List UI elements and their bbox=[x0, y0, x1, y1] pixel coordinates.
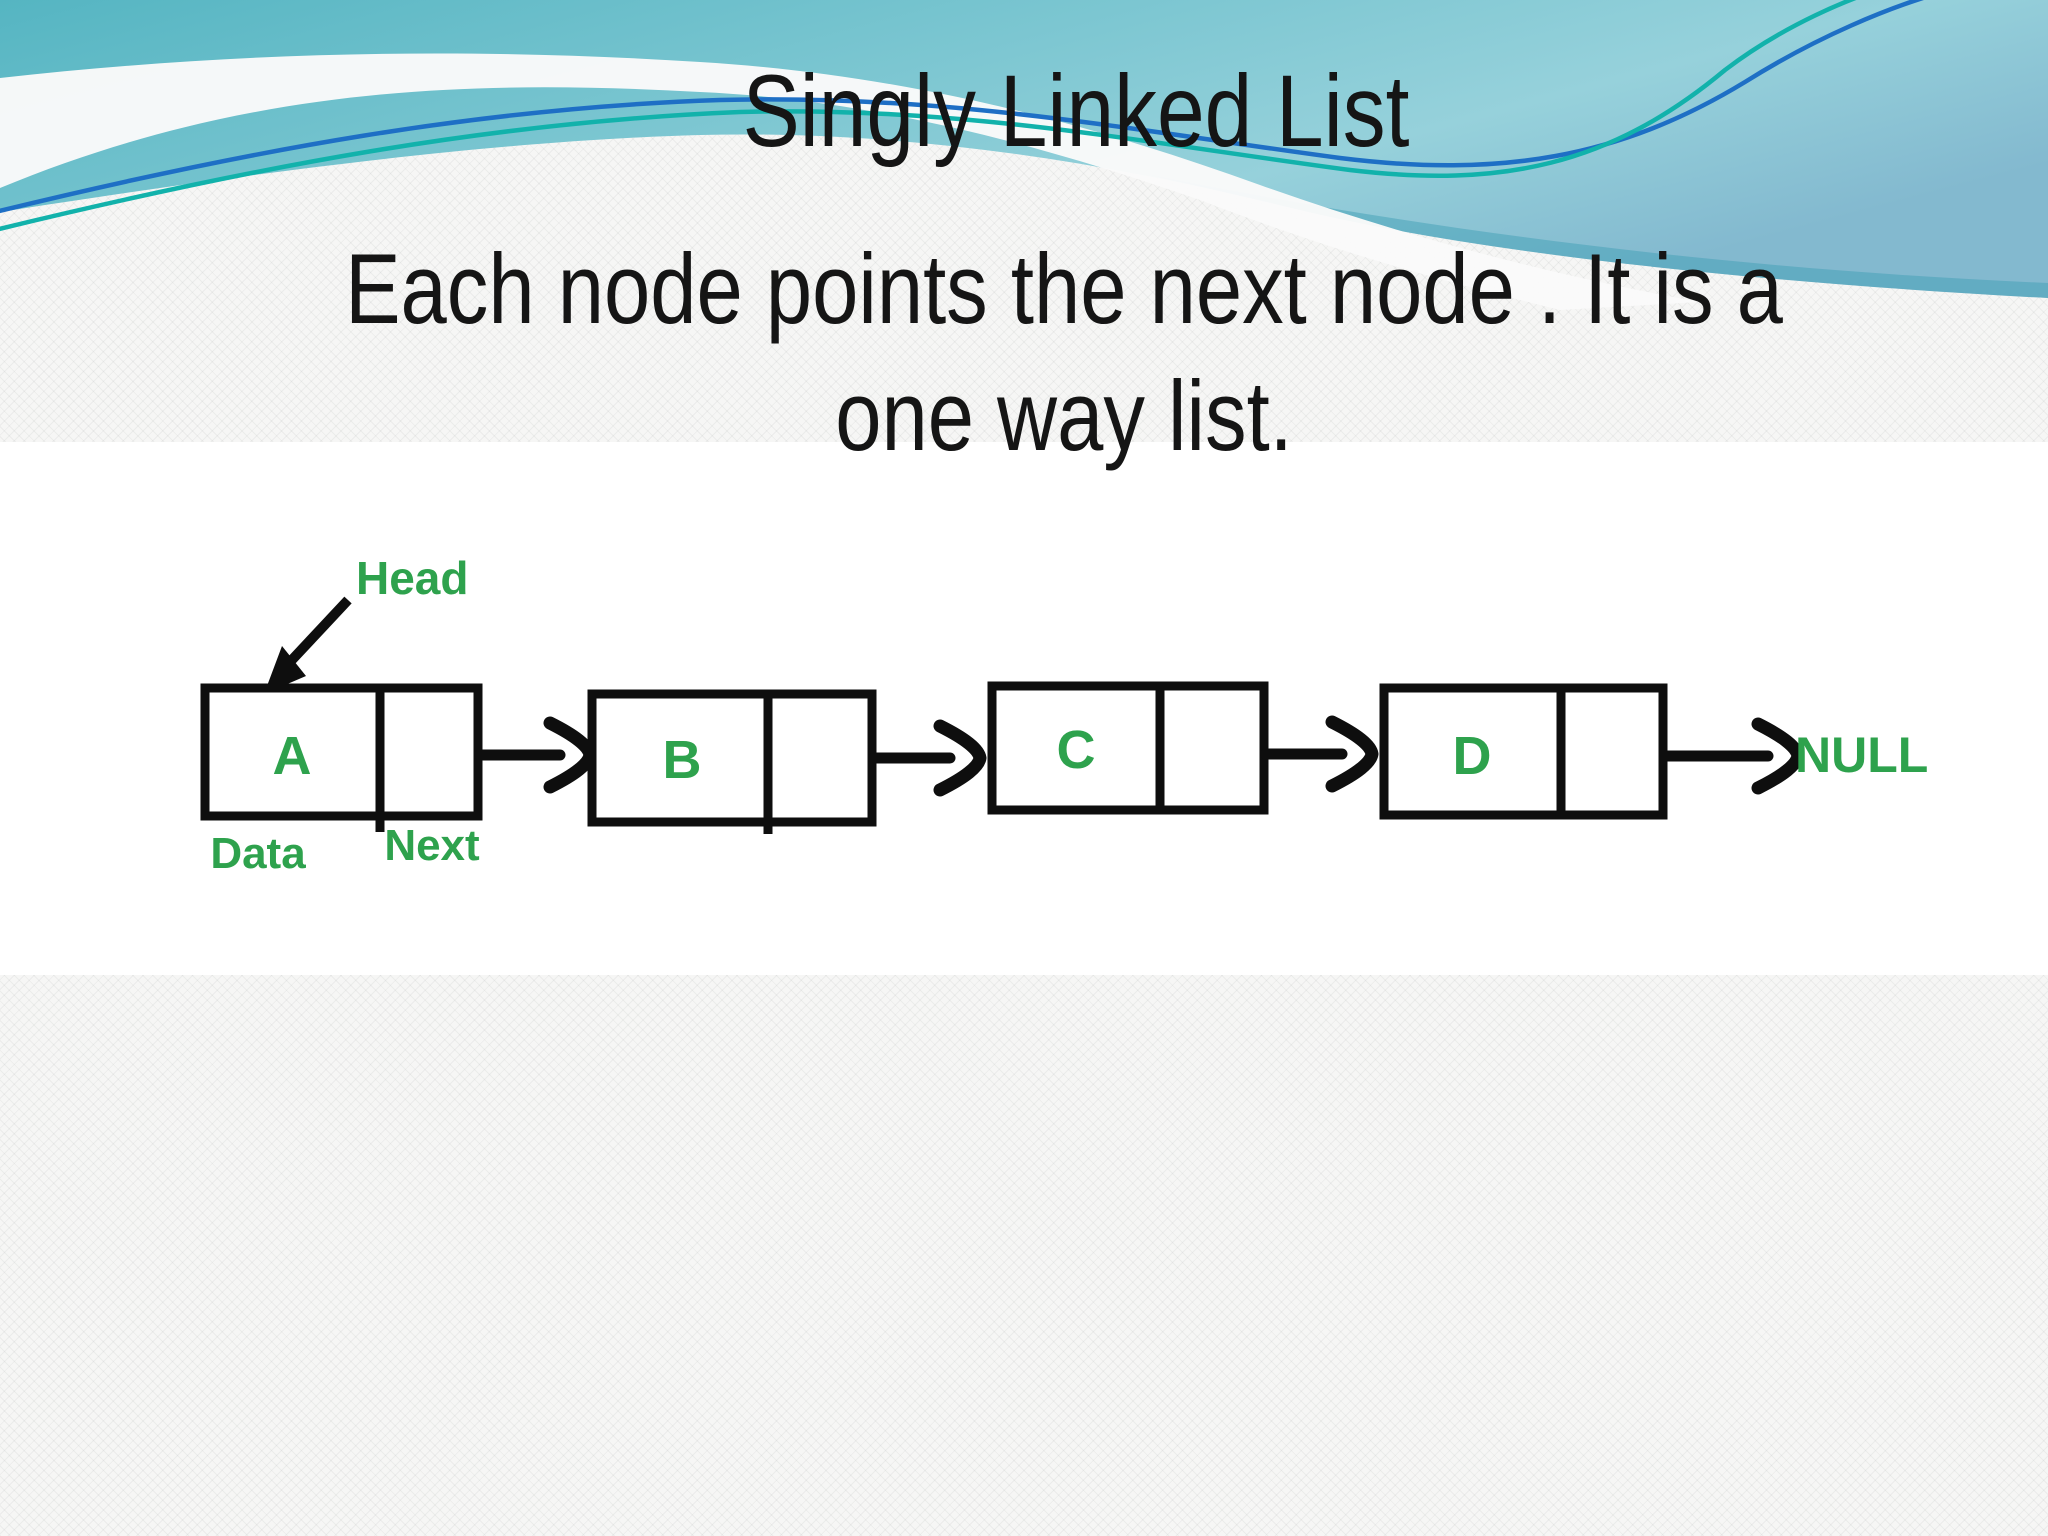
next-field-label: Next bbox=[384, 821, 480, 870]
node-A: A bbox=[200, 683, 483, 832]
node-D: D bbox=[1379, 683, 1668, 820]
head-label: Head bbox=[356, 552, 468, 604]
slide-title: Singly Linked List bbox=[742, 54, 1410, 168]
banner-midteal-band bbox=[1150, 175, 2048, 298]
arrow-A-B bbox=[474, 716, 597, 794]
arrow-C-D bbox=[1260, 715, 1379, 793]
linked-list-diagram: Head A B bbox=[200, 552, 1928, 878]
banner-waves bbox=[0, 0, 2048, 311]
node-B: B bbox=[587, 689, 877, 834]
diagram-area: Head A B bbox=[0, 442, 2048, 975]
arrow-D-NULL bbox=[1659, 717, 1805, 795]
node-A-value: A bbox=[273, 726, 312, 786]
head-arrow bbox=[264, 596, 352, 694]
body-line-2: one way list. bbox=[835, 359, 1293, 471]
accent-curve-blue bbox=[0, 0, 1925, 214]
data-field-label: Data bbox=[210, 829, 306, 878]
accent-curve-teal bbox=[0, 0, 1857, 232]
node-C: C bbox=[987, 681, 1269, 815]
node-C-value: C bbox=[1057, 720, 1096, 780]
slide-body-text: Each node points the next node . It is a… bbox=[204, 226, 1924, 479]
null-label: NULL bbox=[1795, 727, 1928, 783]
arrow-B-C bbox=[868, 719, 987, 797]
node-D-value: D bbox=[1453, 726, 1492, 786]
banner-white-wave bbox=[0, 53, 1700, 311]
node-B-value: B bbox=[663, 730, 702, 790]
body-line-1: Each node points the next node . It is a bbox=[345, 233, 1783, 344]
